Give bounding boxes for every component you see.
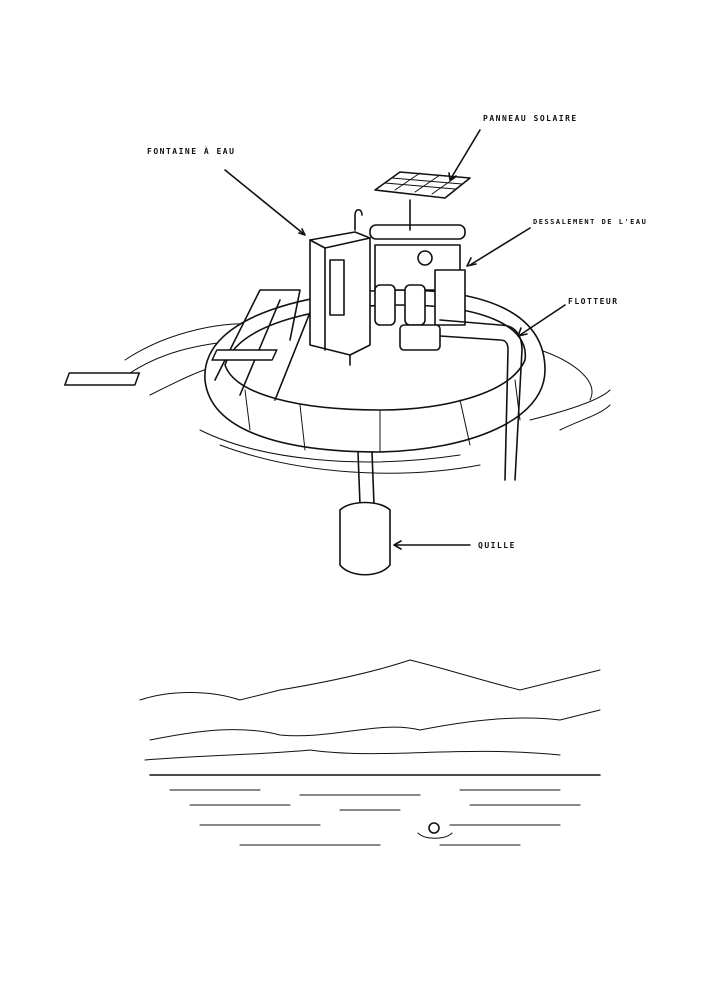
float-ring: [204, 289, 546, 453]
sea-scene: [139, 659, 601, 846]
water-fountain: [309, 208, 371, 356]
label-float: FLOTTEUR: [568, 297, 619, 306]
hose: [439, 319, 523, 481]
desalination-unit: [369, 224, 466, 351]
label-fountain: FONTAINE À EAU: [147, 147, 236, 156]
label-solar-panel: PANNEAU SOLAIRE: [483, 114, 578, 123]
label-keel: QUILLE: [478, 541, 516, 550]
water-ripples: [119, 323, 611, 474]
keel: [339, 451, 391, 576]
label-arrows: [224, 129, 566, 550]
label-desalination: DESSALEMENT DE L'EAU: [533, 218, 648, 226]
solar-panel: [374, 171, 471, 231]
